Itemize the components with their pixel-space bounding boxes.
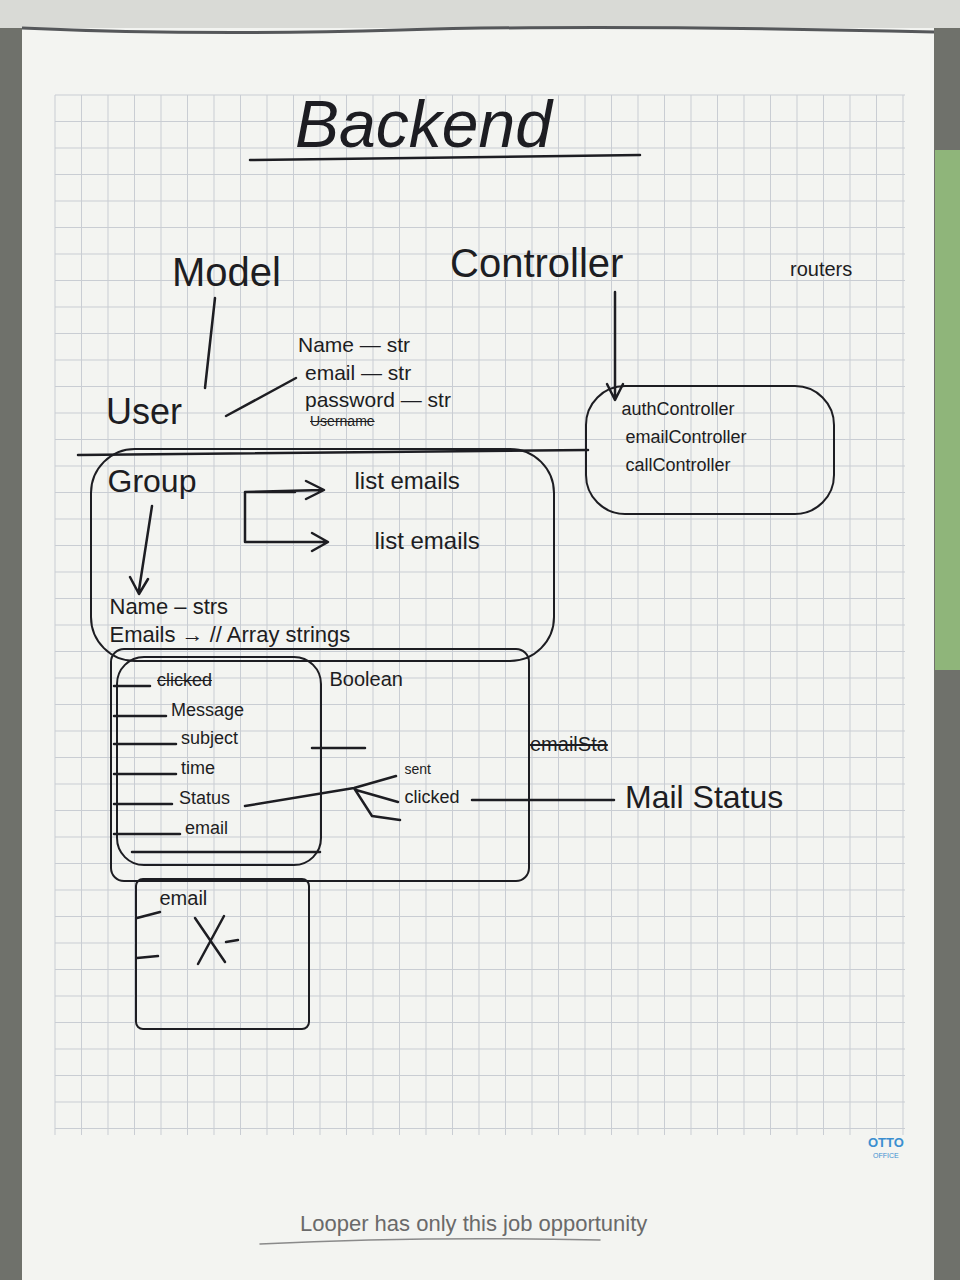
grid-line: [55, 943, 905, 944]
grid-line: [770, 95, 771, 1135]
grid-line: [55, 757, 905, 758]
grid-line: [903, 95, 904, 1135]
grid-line: [55, 1102, 905, 1103]
grid-line: [55, 572, 905, 573]
grid-line: [55, 360, 905, 361]
grid-line: [55, 1128, 905, 1129]
box-text: clicked: [157, 671, 212, 691]
box-text: time: [181, 759, 215, 779]
grid-line: [55, 307, 905, 308]
grid-line: [55, 545, 905, 546]
grid-line: [744, 95, 745, 1135]
grid-line: [55, 174, 905, 175]
torn-edge: [0, 0, 960, 28]
mail-status-leader: [472, 799, 614, 802]
grid-line: [55, 1022, 905, 1023]
grid-line: [55, 439, 905, 440]
grid-line: [55, 227, 905, 228]
section-heading: Model: [172, 250, 281, 294]
box-text: email: [160, 887, 208, 909]
grid-line: [876, 95, 877, 1135]
group-bracket-arrows: [245, 481, 328, 551]
status-bracket: [245, 776, 400, 820]
box-text: list emails: [355, 468, 460, 494]
grid-line: [55, 996, 905, 997]
footnote: Looper has only this job opportunity: [300, 1212, 647, 1236]
grid-line: [55, 95, 56, 1135]
faint-underline: [260, 1239, 600, 1244]
grid-line: [55, 837, 905, 838]
grid-line: [691, 95, 692, 1135]
brand-logo: OFFICE: [873, 1152, 899, 1160]
grid-line: [55, 651, 905, 652]
divider-line: [78, 450, 588, 455]
box-text: Emails → // Array strings: [110, 623, 351, 647]
paper: [22, 0, 934, 1280]
grid-line: [664, 95, 665, 1135]
grid-line: [320, 95, 321, 1135]
grid-line: [81, 95, 82, 1135]
mail-status-model: BooleansentclickedclickedMessagesubjectt…: [110, 648, 530, 882]
grid-line: [399, 95, 400, 1135]
torn-edge-line: [22, 27, 934, 32]
user-attribute-line: [226, 378, 296, 416]
box-text: email: [185, 819, 228, 839]
struck-note: emailSta: [530, 733, 608, 755]
grid-line: [797, 95, 798, 1135]
grid-line: [55, 1049, 905, 1050]
brand-logo: OTTO: [868, 1136, 904, 1150]
attribute: email — str: [305, 361, 411, 384]
title: Backend: [295, 88, 552, 161]
group-model: Group list emails list emailsName – strsEm…: [90, 448, 555, 662]
grid-line: [293, 95, 294, 1135]
grid-line: [638, 95, 639, 1135]
controller-arrow: [607, 292, 623, 400]
grid: [55, 95, 905, 1135]
box-text: list emails: [375, 528, 480, 554]
attribute: password — str: [305, 388, 451, 411]
controller-group: authController emailController callControl…: [585, 385, 835, 515]
box-text: callController: [626, 456, 731, 476]
grid-line: [55, 519, 905, 520]
ink-strokes: [78, 155, 640, 1244]
wall: [935, 150, 960, 670]
list-ticks: [114, 686, 320, 852]
box-text: clicked: [405, 788, 460, 808]
grid-line: [55, 1075, 905, 1076]
model-user-line: [205, 298, 215, 388]
attribute: Name — str: [298, 333, 410, 356]
box-text: authController: [622, 400, 735, 420]
grid-line: [55, 201, 905, 202]
grid-line: [55, 969, 905, 970]
grid-line: [426, 95, 427, 1135]
box-text: subject: [181, 729, 238, 749]
box-text: Name – strs: [110, 595, 229, 619]
box-text: Message: [171, 701, 244, 721]
grid-line: [346, 95, 347, 1135]
grid-line: [717, 95, 718, 1135]
box-heading: Group: [108, 464, 197, 499]
entity-name: User: [106, 392, 182, 432]
grid-line: [108, 95, 109, 1135]
grid-line: [55, 333, 905, 334]
grid-line: [55, 413, 905, 414]
box-text: emailController: [626, 428, 747, 448]
grid-line: [373, 95, 374, 1135]
box-text: sent: [405, 762, 431, 777]
box-text: Status: [179, 789, 230, 809]
note-text: routers: [790, 258, 852, 280]
status-label: Mail Status: [625, 780, 783, 815]
section-heading: Controller: [450, 241, 623, 285]
struck-attribute: Username: [310, 414, 375, 429]
group-down-arrow: [130, 506, 152, 594]
grid-line: [823, 95, 824, 1135]
email-box-marks: [137, 912, 238, 964]
field-list: clickedMessage subject timeStatus email: [116, 656, 322, 866]
grid-line: [55, 916, 905, 917]
grid-line: [850, 95, 851, 1135]
box-text: Boolean: [330, 668, 403, 690]
email-model: email: [135, 878, 310, 1030]
